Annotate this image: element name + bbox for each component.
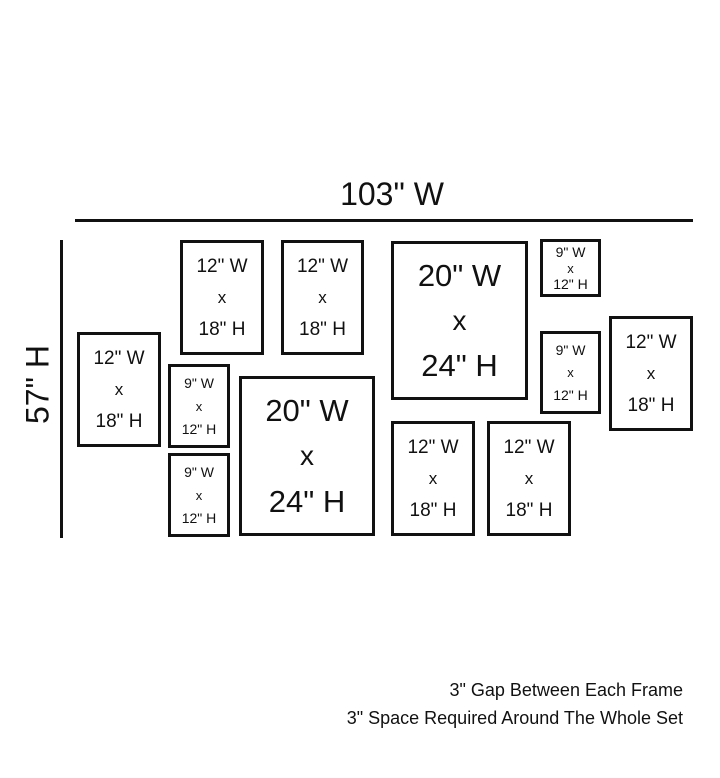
- frame-height: 18" H: [505, 499, 553, 521]
- frame-width: 12" W: [503, 436, 555, 458]
- frame: 12" W x 18" H: [487, 421, 571, 536]
- frame-width: 12" W: [296, 255, 349, 277]
- frame-width: 12" W: [93, 347, 145, 369]
- total-height-label: 57" H: [19, 345, 56, 424]
- frame-times: x: [452, 304, 467, 336]
- frame-height: 12" H: [553, 276, 588, 293]
- frame: 12" W x 18" H: [180, 240, 264, 355]
- frame-times: x: [300, 440, 314, 471]
- frame: 12" W x 18" H: [609, 316, 693, 431]
- frame-times: x: [195, 398, 203, 414]
- frame-height: 18" H: [95, 410, 143, 432]
- frame-width: 9" W: [555, 342, 586, 358]
- frame-times: x: [114, 380, 124, 399]
- gap-note: 3" Gap Between Each Frame: [449, 680, 683, 700]
- frame-width: 9" W: [555, 243, 586, 260]
- height-dimension-line: [60, 240, 63, 538]
- width-dimension-line: [75, 219, 693, 222]
- frame-width: 12" W: [625, 331, 677, 353]
- frame-times: x: [567, 260, 574, 276]
- frame-times: x: [217, 288, 227, 307]
- frame-times: x: [567, 365, 574, 380]
- frame-height: 24" H: [268, 484, 346, 519]
- total-width-label: 103" W: [340, 176, 444, 212]
- frame-times: x: [195, 487, 203, 503]
- frame: 9" W x 12" H: [168, 453, 230, 537]
- frame-width: 12" W: [196, 255, 248, 277]
- frame-height: 18" H: [299, 318, 346, 340]
- frame: 12" W x 18" H: [391, 421, 475, 536]
- frame-width: 20" W: [417, 257, 502, 293]
- frame-times: x: [524, 469, 534, 488]
- frame: 20" W x 24" H: [239, 376, 375, 536]
- frame: 9" W x 12" H: [168, 364, 230, 448]
- frame-width: 9" W: [184, 464, 214, 481]
- frame-height: 12" H: [553, 387, 588, 403]
- frame-width: 20" W: [265, 393, 349, 428]
- frame-height: 18" H: [198, 318, 246, 340]
- frame: 12" W x 18" H: [281, 240, 364, 355]
- frame-height: 18" H: [627, 394, 675, 416]
- frame-height: 24" H: [421, 348, 498, 384]
- frame-width: 9" W: [184, 375, 214, 392]
- frame-times: x: [428, 469, 438, 488]
- frame-times: x: [646, 364, 656, 383]
- frame-height: 12" H: [181, 420, 217, 437]
- frame-height: 12" H: [181, 509, 217, 526]
- frame: 9" W x 12" H: [540, 331, 601, 414]
- frame: 12" W x 18" H: [77, 332, 161, 447]
- frame-height: 18" H: [409, 499, 457, 521]
- frame: 20" W x 24" H: [391, 241, 528, 400]
- frame-times: x: [318, 288, 327, 307]
- space-note: 3" Space Required Around The Whole Set: [346, 708, 683, 728]
- frame-width: 12" W: [407, 436, 459, 458]
